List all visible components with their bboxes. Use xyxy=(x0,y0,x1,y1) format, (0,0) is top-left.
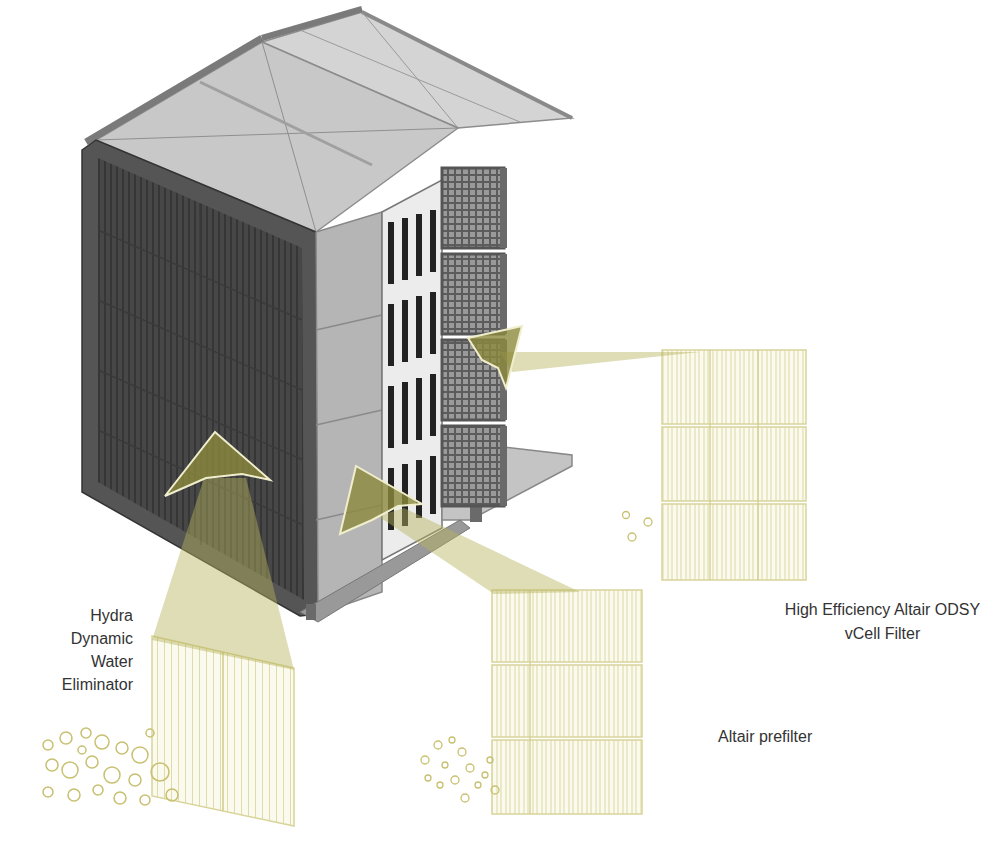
filter-slats xyxy=(402,382,408,444)
housing-top xyxy=(200,82,372,165)
water-droplets xyxy=(104,767,120,783)
dust-particles xyxy=(425,775,431,781)
fine-particles xyxy=(644,518,652,526)
vcell-filter-panel xyxy=(662,350,806,580)
dust-particles xyxy=(491,786,499,794)
filter-slats xyxy=(388,222,394,284)
water-droplets xyxy=(114,792,126,804)
bottom-tray xyxy=(306,604,316,620)
water-droplets xyxy=(146,729,154,737)
side-panel xyxy=(316,410,382,425)
water-droplets xyxy=(46,759,58,771)
water-droplets xyxy=(86,756,98,768)
dust-particles xyxy=(434,741,442,749)
dust-particles xyxy=(482,772,488,778)
fine-particles xyxy=(623,512,653,542)
side-panel xyxy=(316,212,382,614)
filter-slats xyxy=(430,210,436,272)
prefilter-panel xyxy=(492,590,642,662)
filter-cells xyxy=(442,426,504,506)
water-droplets xyxy=(95,735,109,749)
water-droplets xyxy=(43,728,178,805)
filter-slats xyxy=(388,386,394,448)
side-panel xyxy=(316,212,382,614)
part-label: Hydra Dynamic Water Eliminator xyxy=(40,604,133,696)
flow-beams xyxy=(165,432,270,496)
water-droplets xyxy=(140,795,150,805)
filter-slats xyxy=(430,374,436,436)
flow-beams xyxy=(378,508,580,594)
water-droplets xyxy=(60,732,72,744)
vcell-filter-panel xyxy=(709,350,710,580)
filter-slats xyxy=(416,460,422,518)
fine-particles xyxy=(623,512,630,519)
dust-particles xyxy=(487,757,493,763)
vcell-filter-panel xyxy=(662,350,806,424)
prefilter-panel xyxy=(529,590,530,814)
dust-particles xyxy=(421,756,429,764)
filter-slats xyxy=(416,214,422,276)
flow-beams xyxy=(500,352,700,372)
water-droplets xyxy=(78,746,86,754)
side-panel xyxy=(316,315,382,330)
housing-top xyxy=(96,128,458,140)
filter-slats xyxy=(430,456,436,514)
water-droplets xyxy=(68,789,80,801)
dust-particles xyxy=(466,764,474,772)
water-droplets xyxy=(166,789,178,801)
housing-top xyxy=(262,9,362,38)
filter-slats xyxy=(430,292,436,354)
dust-particles xyxy=(449,737,455,743)
dust-particles xyxy=(458,748,466,756)
water-droplets xyxy=(43,787,53,797)
filter-cells xyxy=(442,168,504,248)
part-label: High Efficiency Altair ODSY vCell Filter xyxy=(770,598,995,646)
flow-beams xyxy=(152,326,700,670)
part-label: Altair prefilter xyxy=(718,726,858,748)
flow-beams xyxy=(468,326,522,388)
filter-cells xyxy=(442,254,504,334)
dust-particles xyxy=(437,782,443,788)
flow-beams xyxy=(152,478,294,670)
vcell-filter-panel xyxy=(662,427,806,501)
dust-particles xyxy=(461,794,469,802)
filter-slats xyxy=(388,304,394,366)
dust-particles xyxy=(451,776,459,784)
flow-beams xyxy=(340,466,422,534)
dust-particles xyxy=(475,782,481,788)
dust-particles xyxy=(421,737,499,802)
fine-particles xyxy=(628,533,636,541)
water-droplets xyxy=(93,785,103,795)
dust-particles xyxy=(442,762,448,768)
filter-slats xyxy=(402,218,408,280)
vcell-filter-panel xyxy=(662,504,806,580)
prefilter-panel xyxy=(492,590,642,814)
water-droplets xyxy=(43,740,53,750)
housing-top xyxy=(262,42,316,232)
water-eliminator-panel xyxy=(222,652,224,811)
water-droplets xyxy=(129,774,141,786)
water-droplets xyxy=(132,747,148,763)
water-droplets xyxy=(116,742,128,754)
housing-top xyxy=(86,38,262,142)
filter-slats xyxy=(416,296,422,358)
filter-cells xyxy=(500,426,507,506)
filter-slats xyxy=(416,378,422,440)
filter-cells xyxy=(500,254,507,334)
filter-slats xyxy=(402,300,408,362)
vcell-filter-panel xyxy=(757,350,758,580)
water-droplets xyxy=(151,763,169,781)
prefilter-panel xyxy=(492,740,642,814)
prefilter-panel xyxy=(492,665,642,737)
water-droplets xyxy=(81,728,91,738)
filter-cells xyxy=(500,168,507,248)
water-droplets xyxy=(62,762,78,778)
